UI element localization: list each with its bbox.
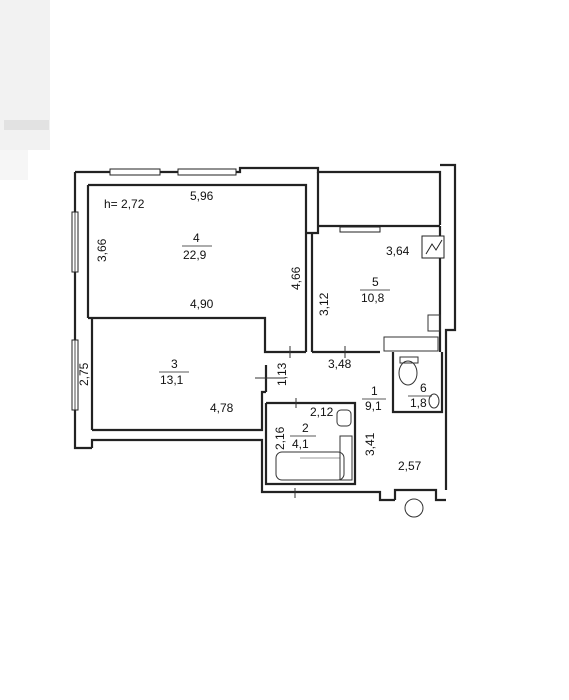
- dim-2-57: 2,57: [398, 459, 422, 473]
- washing-machine: [339, 435, 353, 481]
- ticks: [255, 346, 346, 498]
- dim-2-75: 2,75: [77, 362, 91, 386]
- ceiling-height: h= 2,72: [104, 197, 145, 211]
- interior-walls: [86, 172, 444, 486]
- dim-3-64: 3,64: [386, 244, 410, 258]
- room-4-id: 4: [193, 231, 200, 245]
- room-2-id: 2: [302, 421, 309, 435]
- room-1-area: 9,1: [365, 399, 382, 413]
- dim-4-66: 4,66: [289, 266, 303, 290]
- dim-3-48: 3,48: [328, 357, 352, 371]
- dim-3-41: 3,41: [363, 432, 377, 456]
- room-5-area: 10,8: [361, 291, 385, 305]
- dim-1-13: 1,13: [275, 362, 289, 386]
- meter: [404, 498, 424, 518]
- dim-3-12: 3,12: [317, 292, 331, 316]
- dim-4-90: 4,90: [190, 297, 214, 311]
- wc-sink: [428, 393, 440, 409]
- room-2-area: 4,1: [292, 437, 309, 451]
- left-windows: [71, 211, 79, 411]
- dim-2-16: 2,16: [273, 426, 287, 450]
- stove: [383, 336, 439, 352]
- labels: h= 2,72 5,96 3,66 4,66 4,90 3,64 3,12 3,…: [77, 189, 432, 473]
- room-6-area: 1,8: [410, 396, 427, 410]
- bathtub: [275, 451, 345, 481]
- scan-artifacts: [0, 0, 50, 180]
- room-3-area: 13,1: [160, 373, 184, 387]
- room-5-id: 5: [372, 275, 379, 289]
- room-4-area: 22,9: [183, 248, 207, 262]
- fixtures: [275, 235, 445, 518]
- room-6-id: 6: [420, 381, 427, 395]
- dim-5-96: 5,96: [190, 189, 214, 203]
- top-windows: [109, 168, 381, 233]
- room-1-id: 1: [371, 384, 378, 398]
- dim-4-78: 4,78: [210, 401, 234, 415]
- dim-3-66: 3,66: [95, 238, 109, 262]
- bathroom-sink: [336, 409, 352, 427]
- kitchen-sink: [427, 314, 441, 332]
- dim-2-12: 2,12: [310, 405, 334, 419]
- room-3-id: 3: [171, 357, 178, 371]
- toilet: [398, 360, 418, 386]
